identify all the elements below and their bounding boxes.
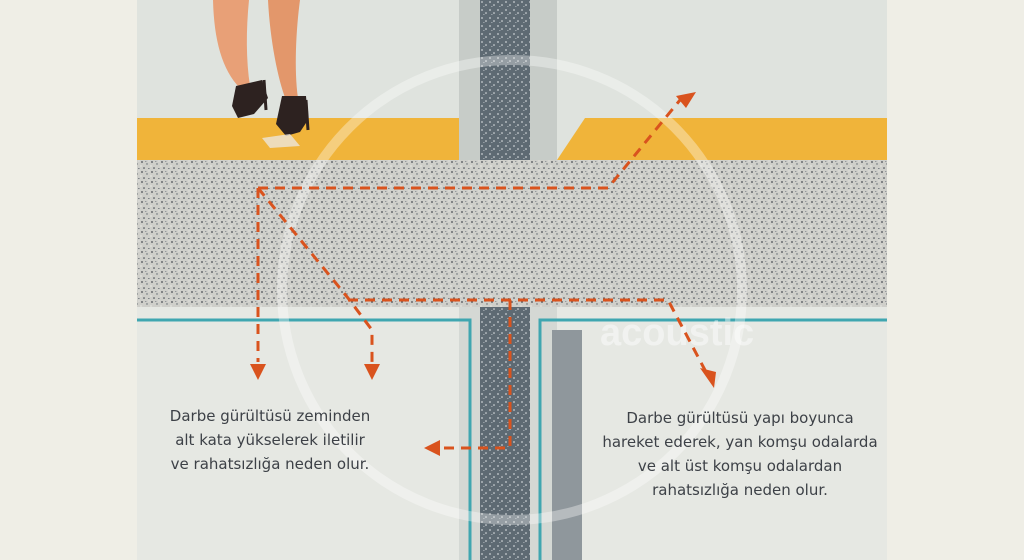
watermark-ring (277, 55, 747, 525)
woman-in-high-heels-legs-icon (213, 0, 310, 148)
ceiling-line-left (137, 318, 472, 560)
lower-right-pillar (552, 330, 582, 560)
upper-wall-core (480, 0, 530, 160)
lower-right-room (557, 307, 887, 560)
sound-path-horizontal-top (258, 99, 682, 190)
caption-right: Darbe gürültüsü yapı boyunca hareket ede… (600, 406, 880, 502)
lower-left-room (137, 307, 459, 560)
sound-path-horizontal-lower (348, 298, 708, 373)
caption-left-line-3: ve rahatsızlığa neden olur. (170, 455, 370, 473)
sound-path-wall (440, 300, 512, 450)
caption-right-line-2: hareket ederek, yan komşu odalarda (602, 433, 878, 451)
caption-left: Darbe gürültüsü zeminden alt kata yüksel… (140, 404, 400, 476)
sound-path-diagonal (256, 187, 374, 362)
caption-right-line-3: ve alt üst komşu odalardan (637, 457, 843, 475)
floor-finish-right (557, 118, 887, 160)
arrow-head-icon (250, 92, 716, 456)
ceiling-line-right (538, 318, 887, 560)
concrete-slab (137, 160, 887, 307)
caption-right-line-4: rahatsızlığa neden olur. (652, 481, 828, 499)
caption-left-line-1: Darbe gürültüsü zeminden (169, 407, 371, 425)
sound-path-group (256, 99, 708, 450)
lower-wall-core (480, 307, 530, 560)
caption-left-line-2: alt kata yükselerek iletilir (175, 431, 365, 449)
caption-right-line-1: Darbe gürültüsü yapı boyunca (626, 409, 854, 427)
